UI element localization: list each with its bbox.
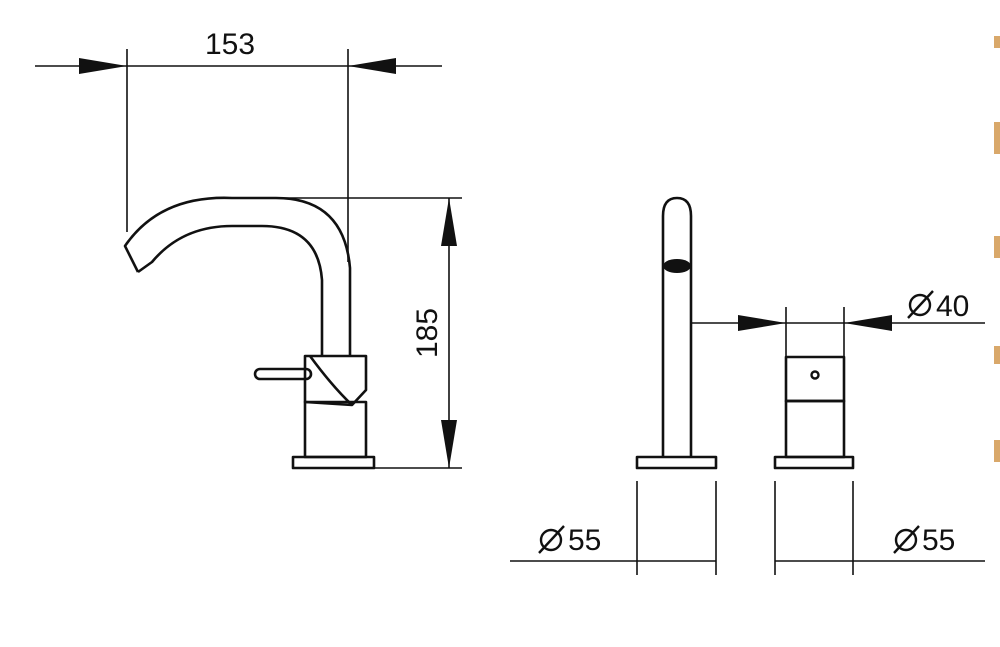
diameter-symbol-icon <box>907 290 934 319</box>
dimension-label-55-left: 55 <box>568 524 601 557</box>
dimension-label-40: 40 <box>936 290 969 323</box>
lever-handle <box>253 367 313 381</box>
dimension-label-55-right: 55 <box>922 524 955 557</box>
edge-mark <box>994 122 1000 154</box>
dimension-153: 153 <box>35 28 442 262</box>
cropped-edge-marks <box>994 36 1000 462</box>
spout-outer-edge <box>123 196 352 356</box>
handle-base-plate <box>773 455 855 470</box>
front-view: 40 55 55 <box>510 196 985 575</box>
diameter-symbol-icon <box>538 525 565 554</box>
spout-column <box>635 196 718 470</box>
spout-base-plate <box>635 455 718 470</box>
dimension-diameter-55-right: 55 <box>774 481 985 575</box>
arrow-right <box>348 58 396 74</box>
side-view-mixer: 153 185 <box>35 28 462 470</box>
cartridge-housing <box>303 354 368 407</box>
diameter-symbol-icon <box>893 525 920 554</box>
edge-mark <box>994 346 1000 364</box>
edge-mark <box>994 36 1000 48</box>
edge-mark <box>994 236 1000 258</box>
mixer-body <box>291 354 376 470</box>
arrow-up <box>441 198 457 246</box>
spout-outlet <box>663 259 691 273</box>
arrow-40-left <box>738 315 786 331</box>
spout-column-outline <box>661 196 693 457</box>
dimension-diameter-40: 40 <box>691 290 985 357</box>
handle-unit <box>773 355 855 470</box>
arrow-40-right <box>844 315 892 331</box>
arrow-left <box>79 58 127 74</box>
arrow-down <box>441 420 457 468</box>
curved-spout <box>123 196 352 356</box>
dimension-185: 185 <box>276 197 462 469</box>
housing-curve <box>308 355 353 406</box>
dimension-label-185: 185 <box>411 308 444 358</box>
dimension-label-153: 153 <box>205 28 255 61</box>
handle-indicator-dot <box>810 370 820 380</box>
edge-mark <box>994 440 1000 462</box>
lower-body <box>303 400 368 459</box>
handle-body <box>784 399 846 459</box>
dimension-diameter-55-left: 55 <box>510 481 717 575</box>
base-plate <box>291 455 376 470</box>
spout-inner-edge <box>137 224 324 356</box>
